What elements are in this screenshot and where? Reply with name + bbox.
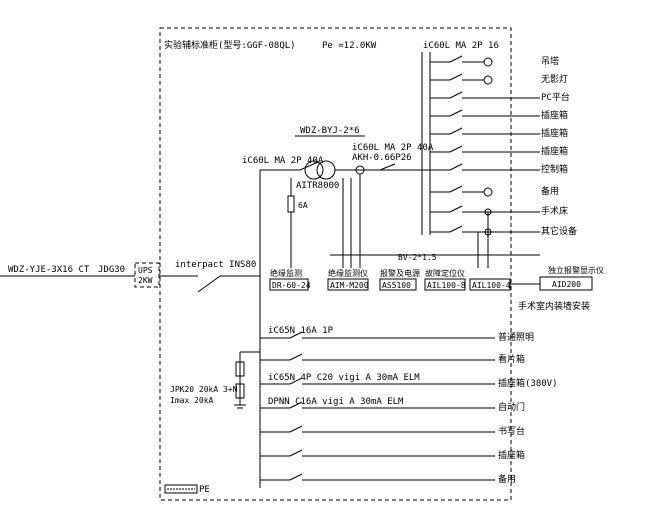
panel-enclosure	[159, 27, 512, 501]
lower-output-4: 自动门	[498, 401, 525, 413]
circuit-3	[430, 91, 540, 99]
panel-title: 实验辅标准柜(型号:GGF-08QL)	[164, 39, 296, 51]
circuit-6	[430, 145, 540, 153]
module-2	[327, 278, 369, 291]
feed-cable-label: WDZ-BYJ-2*6	[300, 126, 360, 136]
output-label-7: 控制箱	[541, 163, 568, 175]
alarm-display-model: AID200	[552, 280, 581, 289]
ups-box	[134, 262, 160, 288]
lower-circuit-5	[260, 425, 495, 433]
upper-breaker-blade	[299, 161, 319, 171]
lower-output-2: 看片箱	[498, 353, 525, 365]
panel-power: Pe =12.0KW	[322, 41, 377, 51]
module-5-model: AIL100-4	[472, 281, 511, 290]
circuit-8	[430, 185, 493, 197]
output-label-8: 备用	[541, 185, 559, 197]
lower-output-6: 插座箱	[498, 449, 525, 461]
output-label-2: 无影灯	[541, 74, 568, 85]
spd-element-2	[235, 383, 245, 399]
bus-cable-label: BV-2*1.5	[398, 253, 437, 262]
lower-circuit-1	[260, 331, 495, 339]
output-label-3: PC平台	[541, 91, 570, 103]
module-2-model: AIM-M200	[330, 281, 369, 290]
main-switch-blade	[197, 275, 221, 293]
module-1	[269, 278, 309, 291]
output-label-4: 插座箱	[541, 109, 568, 121]
breaker-upper-label: iC60L MA 2P 40A	[352, 143, 434, 153]
alarm-note: 手术室内装墙安装	[518, 300, 590, 312]
ups-rating: 2KW	[138, 276, 153, 285]
spd-element-1	[235, 361, 245, 377]
module-4-model: AIL100-8	[427, 281, 466, 290]
fuse-label: 6A	[298, 201, 308, 210]
lower-output-1: 普通照明	[498, 331, 534, 343]
module-1-model: DR-60-24	[272, 281, 311, 290]
lower-output-5: 书写台	[498, 425, 525, 437]
breaker-main-label: iC60L MA 2P 40A	[242, 156, 324, 166]
breaker3-label: DPNN C16A vigi A 30mA ELM	[268, 397, 404, 407]
circuit-5	[430, 127, 540, 135]
incoming-cable: WDZ-YJE-3X16 CT	[8, 265, 90, 275]
module-1-label: 绝缘监测	[270, 268, 302, 278]
circuit-2	[430, 73, 493, 85]
circuit-9	[430, 205, 540, 216]
ups-label: UPS	[138, 266, 153, 275]
circuit-4	[430, 109, 540, 117]
incoming-switch: JDG30	[98, 265, 125, 275]
upper-breaker2-blade	[379, 163, 396, 171]
fuse	[287, 195, 295, 213]
module-3-label: 报警及电源	[380, 268, 420, 278]
pe-label: PE	[199, 485, 210, 495]
lower-output-7: 备用	[498, 473, 516, 485]
breaker2-label: iC65N 4P C20 vigi A 30mA ELM	[268, 373, 420, 383]
lower-circuit-7	[260, 473, 495, 481]
output-label-1: 吊塔	[541, 55, 559, 67]
lower-circuit-6	[260, 449, 495, 457]
circuit-10	[430, 225, 540, 236]
module-4-label: 故障定位仪	[425, 268, 465, 278]
breaker1-label: iC65N 16A 1P	[268, 326, 334, 336]
module-3-model: AS5100	[382, 281, 411, 290]
lower-output-3: 插座箱(380V)	[498, 377, 558, 389]
alarm-display	[539, 276, 593, 291]
main-switch-label: interpact INS80	[175, 260, 256, 270]
output-label-9: 手术床	[541, 205, 568, 217]
monitor-label: AKH-0.66P26	[352, 153, 412, 163]
lower-circuit-3	[260, 377, 495, 385]
spd-rating: Imax 20kA	[170, 396, 214, 405]
transformer-label: AITR8000	[296, 181, 339, 191]
module-2-label: 绝缘监测仪	[328, 268, 368, 278]
output-label-6: 插座箱	[541, 145, 568, 157]
output-label-5: 插座箱	[541, 127, 568, 139]
output-label-10: 其它设备	[541, 225, 577, 237]
lower-circuit-2	[260, 353, 495, 361]
module-4	[424, 278, 466, 291]
module-3	[379, 278, 417, 291]
pe-bar	[164, 484, 198, 494]
spd-label: JPK20 20kA 3+N	[170, 385, 238, 394]
lower-circuit-4	[260, 401, 495, 409]
circuit-1	[430, 55, 493, 67]
circuit-7	[430, 163, 540, 171]
breaker-group-label: iC60L MA 2P 16	[423, 41, 499, 51]
alarm-display-label: 独立报警显示仪	[548, 265, 604, 275]
transformer-coil-1	[304, 160, 324, 180]
